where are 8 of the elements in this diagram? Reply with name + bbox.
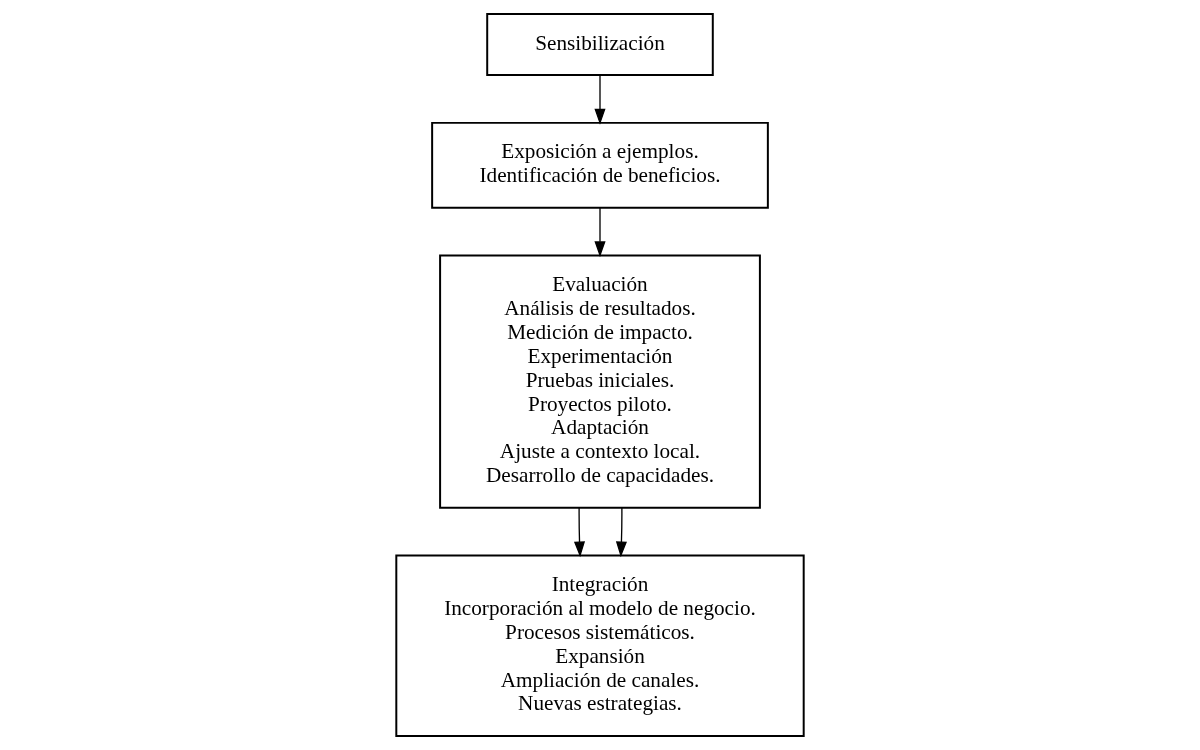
arrow (573, 507, 586, 558)
arrow (594, 207, 606, 258)
node-box: Evaluación Análisis de resultados. Medición de impacto. Experimentación Pruebas iniciales. Proyectos piloto. Adaptación Ajuste a contexto local. Desarrollo de capacidades. (439, 254, 761, 509)
node-box: Integración Incorporación al modelo de negocio. Procesos sistemáticos. Expansión Ampliación de canales. Nuevas estrategias. (395, 554, 805, 737)
arrow (594, 74, 606, 125)
node-box: Sensibilización (486, 13, 714, 77)
node-box: Exposición a ejemplos. Identificación de beneficios. (431, 121, 769, 209)
arrow (615, 507, 628, 558)
